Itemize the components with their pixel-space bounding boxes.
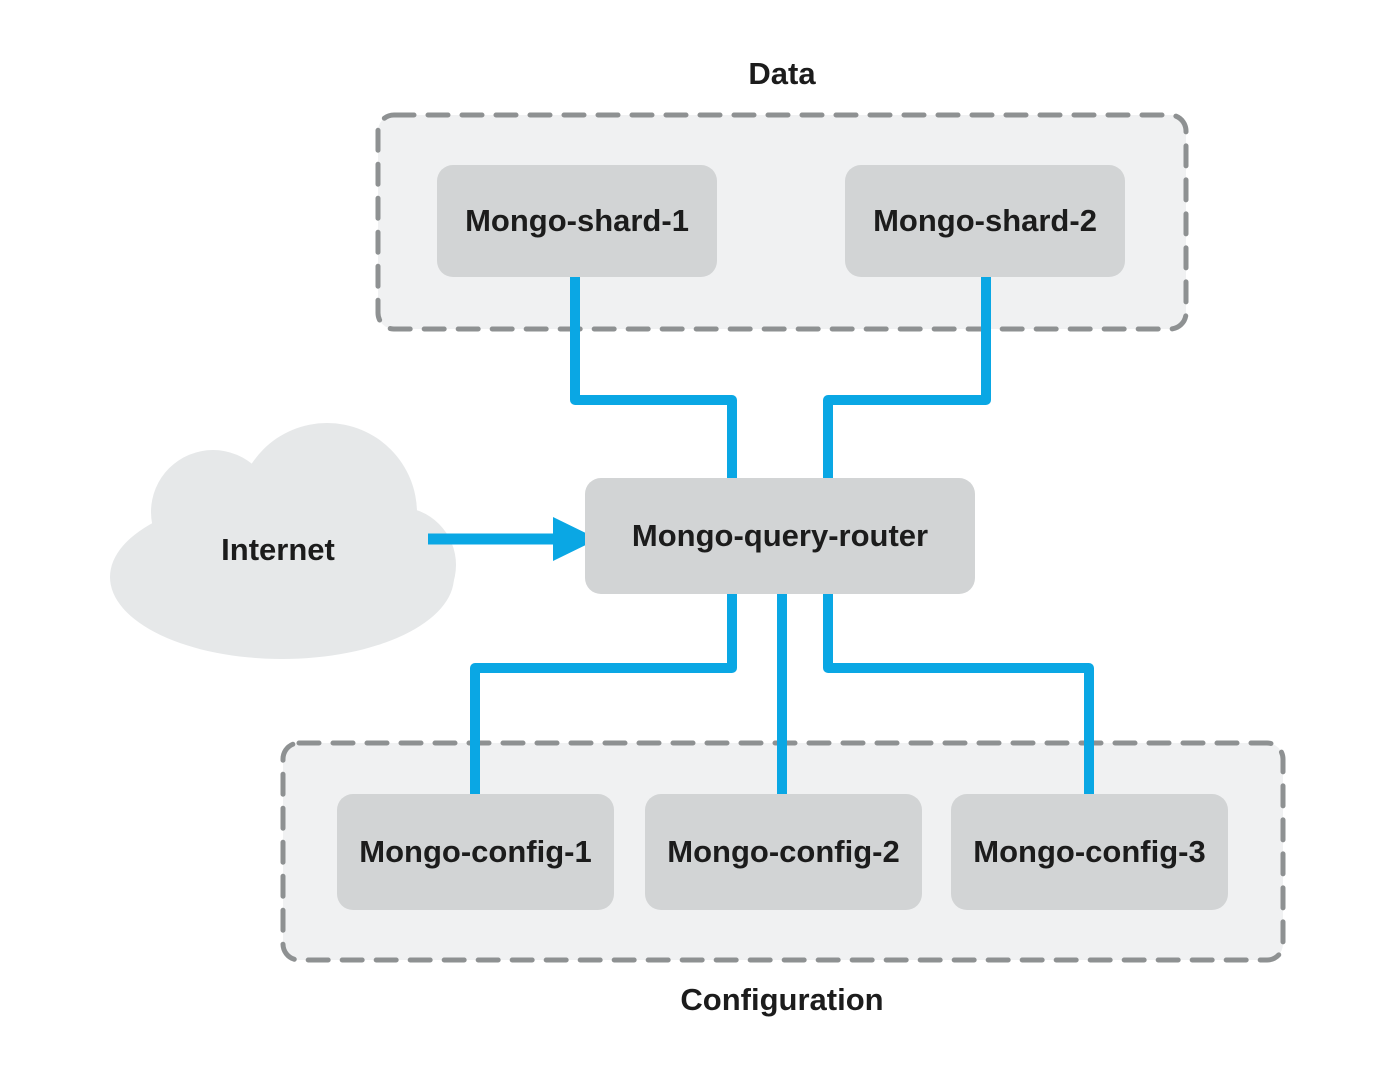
edge-shard1-router (570, 272, 737, 483)
node-mongo-config-1: Mongo-config-1 (337, 794, 614, 910)
internet-cloud-icon (110, 423, 456, 659)
edge-router-config1 (470, 590, 737, 799)
node-mongo-shard-2-label: Mongo-shard-2 (873, 203, 1097, 238)
node-mongo-config-2-label: Mongo-config-2 (667, 834, 900, 869)
edge-shard2-router (823, 272, 991, 483)
node-mongo-config-3: Mongo-config-3 (951, 794, 1228, 910)
edge-internet-router-arrow (428, 517, 598, 561)
node-mongo-query-router: Mongo-query-router (585, 478, 975, 594)
node-mongo-query-router-label: Mongo-query-router (631, 518, 929, 553)
internet-label: Internet (221, 532, 335, 567)
node-mongo-config-1-label: Mongo-config-1 (359, 834, 592, 869)
data-group-label: Data (748, 56, 816, 91)
node-mongo-config-3-label: Mongo-config-3 (973, 834, 1206, 869)
node-mongo-config-2: Mongo-config-2 (645, 794, 922, 910)
node-mongo-shard-2: Mongo-shard-2 (845, 165, 1125, 277)
node-mongo-shard-1: Mongo-shard-1 (437, 165, 717, 277)
configuration-group-label: Configuration (680, 982, 884, 1017)
node-mongo-shard-1-label: Mongo-shard-1 (465, 203, 689, 238)
edge-router-config3 (823, 590, 1094, 799)
